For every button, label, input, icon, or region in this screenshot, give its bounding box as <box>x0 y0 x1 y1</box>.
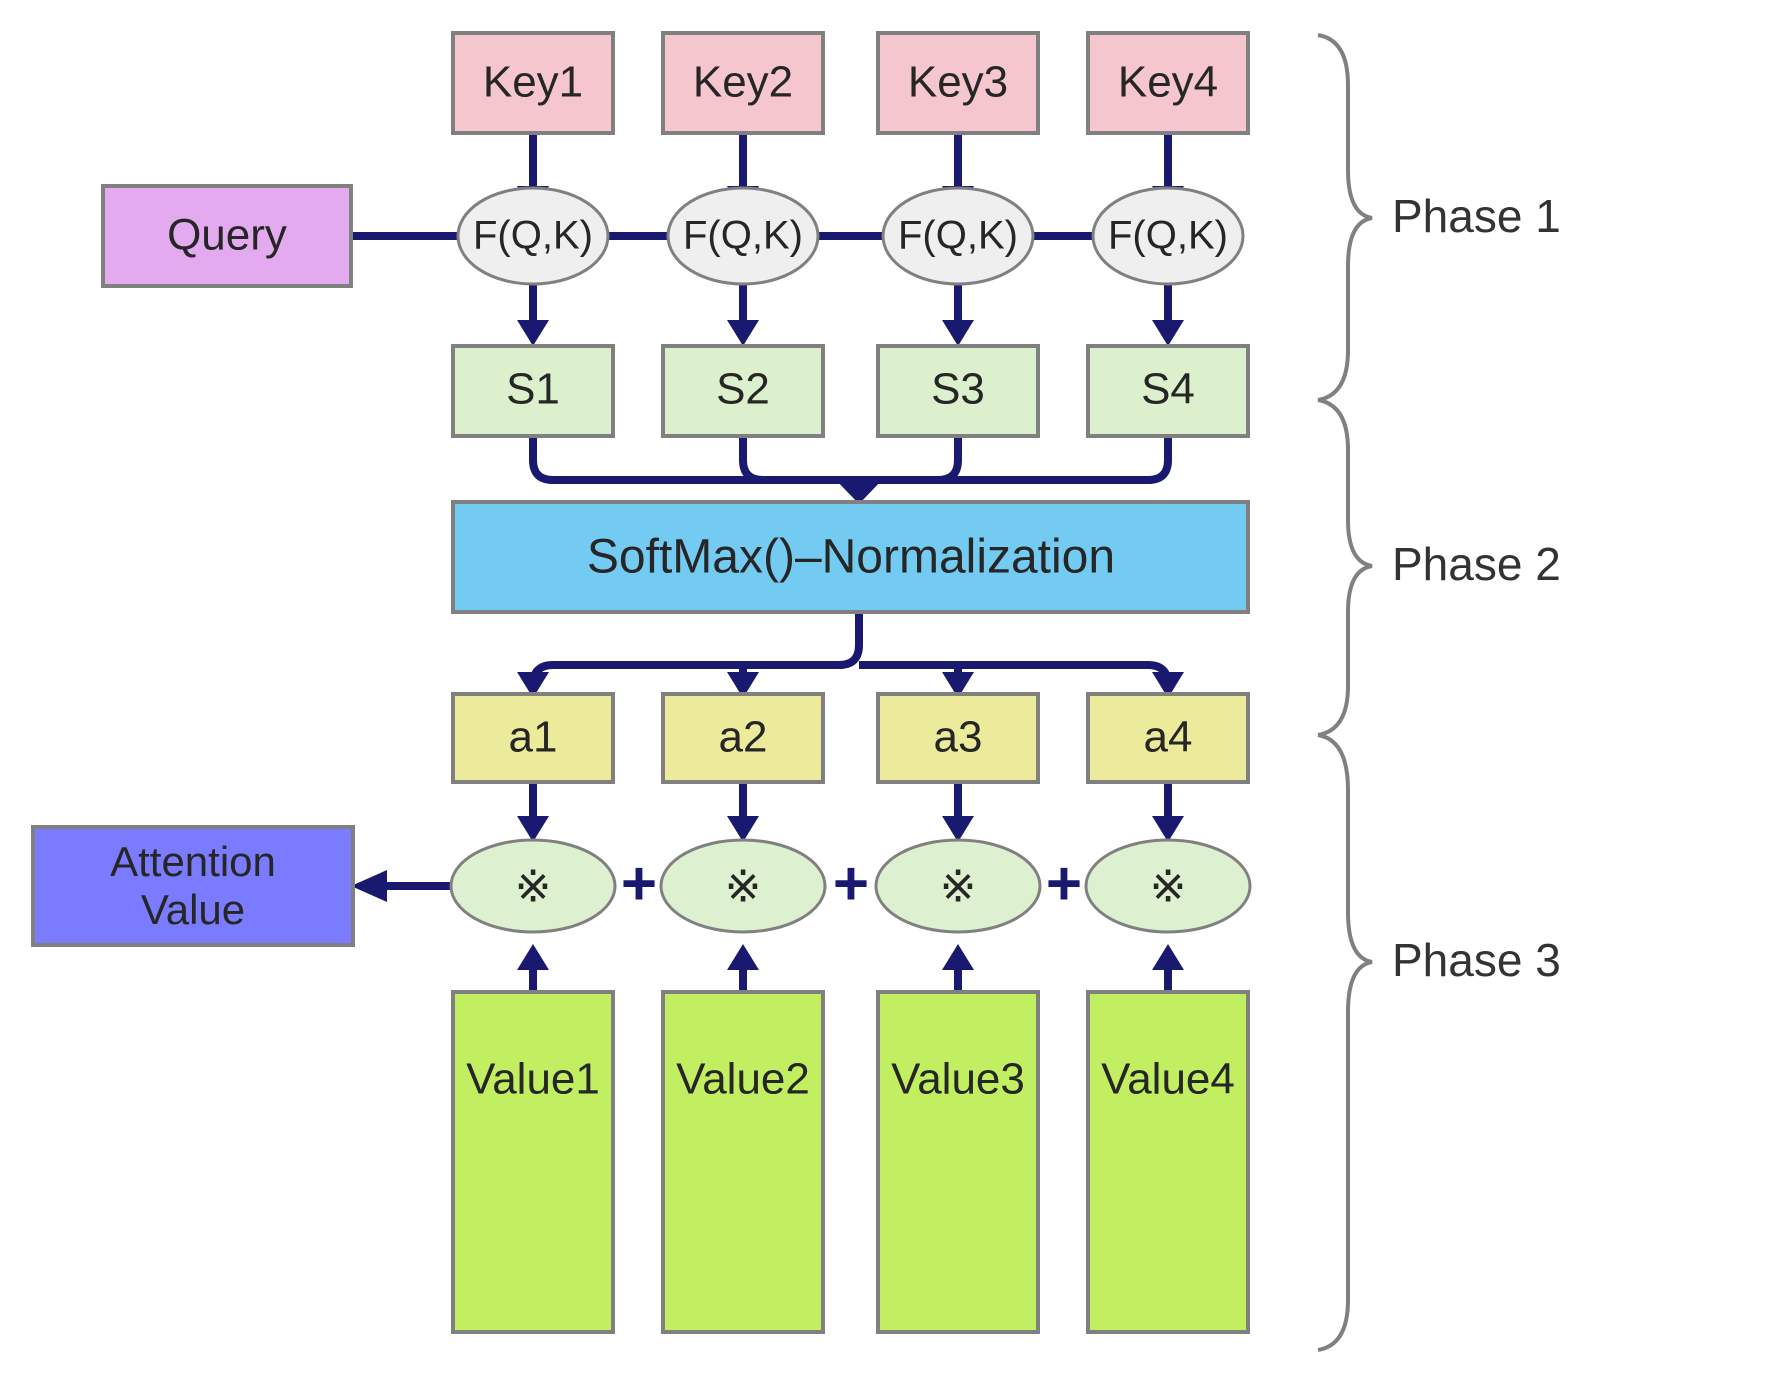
multiply-symbol-3: ※ <box>940 863 977 912</box>
value-box-1[interactable]: Value1 <box>451 990 615 1334</box>
key-box-2-label: Key2 <box>693 58 793 107</box>
value-box-3-label: Value3 <box>891 1055 1025 1104</box>
value-row: Value1 Value2 Value3 Value4 <box>451 990 1250 1334</box>
score-box-1[interactable]: S1 <box>451 344 615 438</box>
scores-to-softmax-bus <box>529 436 1172 504</box>
score-box-2[interactable]: S2 <box>661 344 825 438</box>
score-box-3[interactable]: S3 <box>876 344 1040 438</box>
plus-sign-1: + <box>621 849 657 918</box>
key-box-2[interactable]: Key2 <box>661 31 825 135</box>
function-ellipse-2-label: F(Q,K) <box>683 214 803 258</box>
weight-box-4-label: a4 <box>1144 713 1193 762</box>
key-box-4-label: Key4 <box>1118 58 1218 107</box>
softmax-box-label: SoftMax()–Normalization <box>587 531 1115 584</box>
function-ellipse-4[interactable]: F(Q,K) <box>1091 186 1245 286</box>
multiply-symbol-1: ※ <box>515 863 552 912</box>
phase-label-3: Phase 3 <box>1392 934 1561 986</box>
value-box-2[interactable]: Value2 <box>661 990 825 1334</box>
function-row: F(Q,K) F(Q,K) F(Q,K) F(Q,K) <box>456 186 1245 286</box>
value-box-2-label: Value2 <box>676 1055 810 1104</box>
phase-label-1: Phase 1 <box>1392 190 1561 242</box>
weight-box-4[interactable]: a4 <box>1086 692 1250 784</box>
function-ellipse-4-label: F(Q,K) <box>1108 214 1228 258</box>
function-ellipse-3[interactable]: F(Q,K) <box>881 186 1035 286</box>
key-box-1-label: Key1 <box>483 58 583 107</box>
score-box-4-label: S4 <box>1141 365 1195 414</box>
value-box-4-label: Value4 <box>1101 1055 1235 1104</box>
key-box-3-label: Key3 <box>908 58 1008 107</box>
function-ellipse-3-label: F(Q,K) <box>898 214 1018 258</box>
key-box-3[interactable]: Key3 <box>876 31 1040 135</box>
plus-sign-row: + + + <box>621 849 1082 918</box>
attention-value-box[interactable]: Attention Value <box>31 825 355 947</box>
plus-sign-2: + <box>833 849 869 918</box>
multiply-to-attention-arrow <box>351 870 455 902</box>
value-box-3[interactable]: Value3 <box>876 990 1040 1334</box>
key-box-4[interactable]: Key4 <box>1086 31 1250 135</box>
score-box-3-label: S3 <box>931 365 985 414</box>
weight-box-1[interactable]: a1 <box>451 692 615 784</box>
weights-to-multiply-arrows <box>517 782 1184 842</box>
softmax-box[interactable]: SoftMax()–Normalization <box>451 500 1250 614</box>
score-box-2-label: S2 <box>716 365 770 414</box>
weight-row: a1 a2 a3 a4 <box>451 692 1250 784</box>
score-box-1-label: S1 <box>506 365 560 414</box>
phase-label-2: Phase 2 <box>1392 538 1561 590</box>
value-box-4[interactable]: Value4 <box>1086 990 1250 1334</box>
key-to-function-arrows <box>517 133 1184 212</box>
weight-box-2-label: a2 <box>719 713 768 762</box>
score-box-4[interactable]: S4 <box>1086 344 1250 438</box>
phase-brace-1 <box>1317 33 1373 402</box>
key-row: Key1 Key2 Key3 Key4 <box>451 31 1250 135</box>
function-ellipse-2[interactable]: F(Q,K) <box>666 186 820 286</box>
query-box[interactable]: Query <box>101 184 353 288</box>
weight-box-3[interactable]: a3 <box>876 692 1040 784</box>
multiply-symbol-4: ※ <box>1150 863 1187 912</box>
weight-box-3-label: a3 <box>934 713 983 762</box>
multiply-symbol-2: ※ <box>725 863 762 912</box>
weight-box-1-label: a1 <box>509 713 558 762</box>
function-ellipse-1[interactable]: F(Q,K) <box>456 186 610 286</box>
multiply-ellipse-3[interactable]: ※ <box>874 838 1042 934</box>
attention-value-line2: Value <box>141 886 245 933</box>
multiply-row: ※ ※ ※ ※ <box>449 838 1252 934</box>
weight-box-2[interactable]: a2 <box>661 692 825 784</box>
multiply-ellipse-1[interactable]: ※ <box>449 838 617 934</box>
multiply-ellipse-2[interactable]: ※ <box>659 838 827 934</box>
multiply-ellipse-4[interactable]: ※ <box>1084 838 1252 934</box>
value-box-1-label: Value1 <box>466 1055 600 1104</box>
query-box-label: Query <box>167 211 287 260</box>
score-row: S1 S2 S3 S4 <box>451 344 1250 438</box>
values-to-multiply-arrows <box>517 944 1184 1124</box>
plus-sign-3: + <box>1046 849 1082 918</box>
key-box-1[interactable]: Key1 <box>451 31 615 135</box>
attention-value-line1: Attention <box>110 838 276 885</box>
phase-brace-3 <box>1317 733 1373 1352</box>
softmax-to-weights-bus <box>517 612 1184 698</box>
function-to-score-arrows <box>517 284 1184 346</box>
phase-brace-2 <box>1317 398 1373 737</box>
function-ellipse-1-label: F(Q,K) <box>473 214 593 258</box>
